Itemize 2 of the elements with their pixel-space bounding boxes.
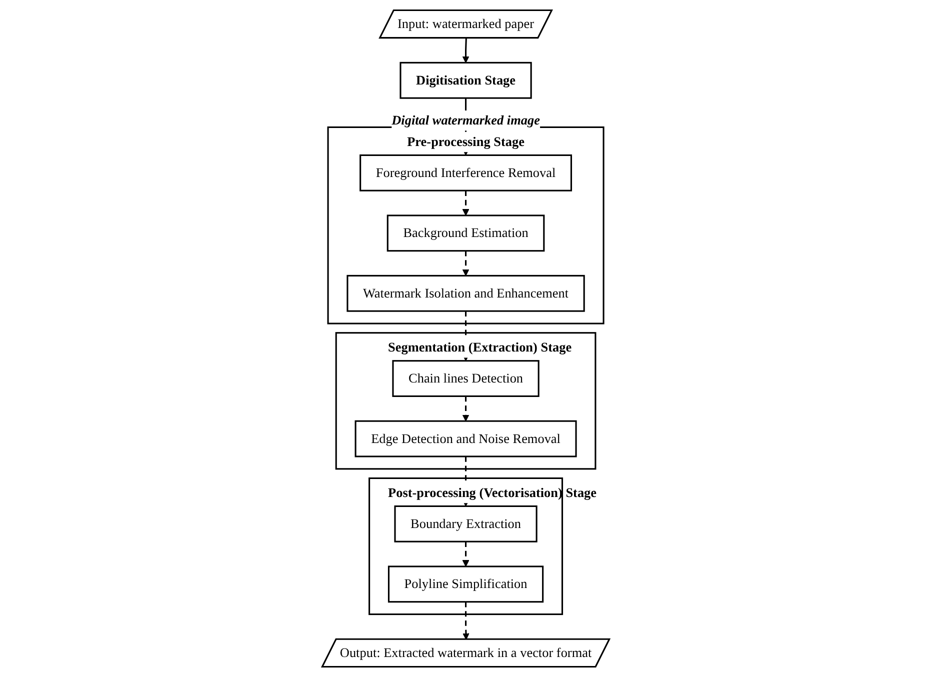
node-label: Post-processing (Vectorisation) Stage xyxy=(388,485,597,500)
edge-label: Digital watermarked image xyxy=(392,112,540,128)
